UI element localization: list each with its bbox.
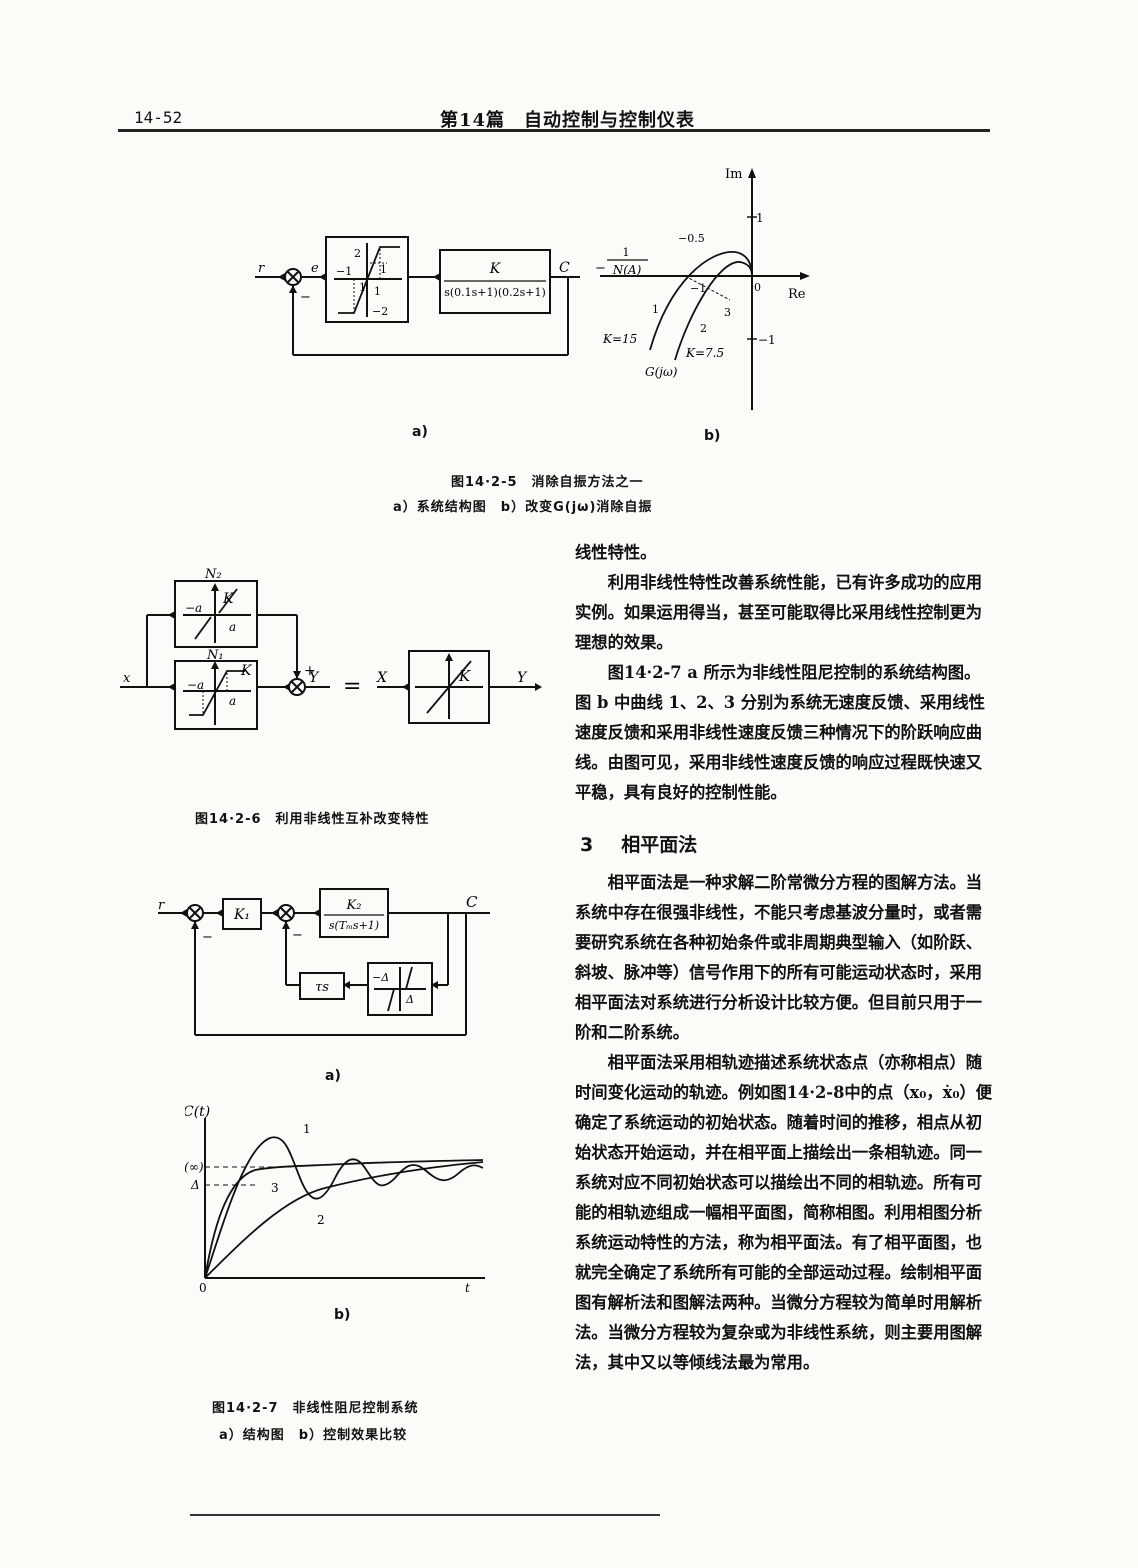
fig6-caption: 图14·2-6 利用非线性互补改变特性 [195, 812, 430, 827]
fig6-y-output: Y [517, 670, 528, 686]
fig5a-nl-1b: 1 [359, 281, 366, 294]
fig7-label-a: a) [325, 1068, 341, 1084]
fig7b-response-plot: C(t) C(∞) Δ 0 t 1 2 3 [185, 1104, 485, 1295]
page-number: 14-52 [134, 108, 183, 127]
fig6-n2-k: K [222, 591, 235, 607]
bottom-rule [190, 1514, 660, 1516]
fig5b-nyq-den: N(A) [612, 263, 642, 277]
fig7a-minus-1: − [202, 930, 213, 945]
fig5-label-a: a) [412, 424, 428, 440]
fig7a-k1-block: K₁ [233, 907, 250, 923]
paragraph-3: 相平面法是一种求解二阶常微分方程的图解方法。当系统中存在很强非线性，不能只考虑基… [575, 873, 983, 1042]
fig7a-den: s(Tₘs+1) [329, 919, 379, 932]
fig5a-nl-neg1: −1 [336, 265, 352, 278]
section-title: 相平面法 [621, 834, 698, 856]
fig6-x-input: x [123, 671, 131, 686]
fig6-n1-a: a [229, 694, 236, 708]
fig5a-block-den: s(0.1s+1)(0.2s+1) [444, 286, 546, 299]
fig5-caption: 图14·2-5 消除自振方法之一 [451, 475, 644, 490]
fig5a-r-label: r [258, 261, 265, 276]
fig6-plus: + [304, 663, 316, 679]
fig5b-nyquist-plot: Im Re 1 −1 0 − 1 N(A) −0.5 −1 1 2 3 K=15… [595, 167, 810, 410]
fig5b-curve-2: 2 [700, 322, 707, 335]
fig5a-nl-1r: 1 [374, 285, 381, 298]
fig6-n1-k: K [240, 663, 253, 679]
fig7a-block-diagram: r K₁ K₂ s(Tₘs+1) C − − τs −Δ Δ [158, 888, 490, 1036]
fig6-n2-label: N₂ [204, 567, 222, 582]
fig7b-t-label: t [465, 1281, 470, 1295]
fig5b-nyq-num: 1 [623, 246, 630, 259]
fig7a-c-label: C [466, 893, 478, 911]
fig5b-nyq-prefix: − [595, 261, 606, 276]
fig5b-tick-neg1: −1 [758, 333, 776, 347]
fig5b-label-neg05: −0.5 [678, 232, 705, 245]
fig6-n2-a: a [229, 620, 236, 634]
fig5b-gjw: G(jω) [645, 365, 678, 379]
fig5a-e-label: e [311, 261, 319, 276]
fig7b-ct-label: C(t) [185, 1104, 210, 1120]
header-rule [118, 129, 990, 132]
fig7a-delta: Δ [405, 993, 414, 1006]
fig6-n1-label: N₁ [206, 648, 224, 663]
section-heading: 3 相平面法 [580, 830, 697, 857]
fig5b-k75: K=7.5 [685, 346, 724, 360]
fig6-n2-neg-a: −a [185, 601, 202, 615]
fig7b-curve-2: 2 [317, 1213, 325, 1227]
fig6-equals: = [343, 674, 361, 699]
fig6-n1-neg-a: −a [187, 678, 204, 692]
fig7b-curve-1: 1 [303, 1122, 311, 1136]
fig7-subcaption: a）结构图 b）控制效果比较 [219, 1428, 408, 1443]
fig5-subcaption: a）系统结构图 b）改变G(jω)消除自振 [393, 500, 653, 515]
fig5b-im-label: Im [725, 167, 742, 182]
fig5-label-b: b) [704, 428, 721, 444]
fig7b-cinf-label: C(∞) [185, 1160, 204, 1174]
fig6-x-label: X [376, 670, 388, 686]
fig5b-re-label: Re [788, 287, 806, 302]
fig7b-curve-3: 3 [271, 1181, 279, 1195]
fig5b-k15: K=15 [602, 332, 637, 346]
fig7a-tau-block: τs [315, 980, 329, 995]
fig5b-tick-1: 1 [756, 211, 764, 225]
fig5b-label-neg1: −1 [690, 282, 706, 295]
fig5a-minus: − [300, 290, 311, 305]
fig5b-curve-3: 3 [724, 306, 731, 319]
fig7a-k2: K₂ [346, 898, 362, 913]
body-text-column: 线性特性。 利用非线性特性改善系统性能，已有许多成功的应用实例。如果运用得当，甚… [575, 538, 995, 808]
paragraph-0: 线性特性。 [575, 543, 657, 562]
fig5a-nl-1top: 1 [380, 263, 387, 276]
fig5a-block-k: K [489, 261, 502, 277]
fig7-label-b: b) [334, 1307, 351, 1323]
fig6-y-label: Y [309, 670, 320, 686]
fig5a-c-label: C [559, 260, 570, 276]
fig7a-r-label: r [158, 898, 165, 913]
chapter-title: 第14篇 自动控制与控制仪表 [440, 110, 696, 131]
fig6-diagram: N₂ N₁ −a a K −a a K x + Y = X K Y [120, 567, 542, 730]
paragraph-2: 图14·2-7 a 所示为非线性阻尼控制的系统结构图。图 b 中曲线 1、2、3… [575, 663, 985, 802]
fig7b-delta-label: Δ [190, 1178, 200, 1192]
fig7b-origin: 0 [199, 1281, 207, 1295]
fig5b-curve-1: 1 [652, 303, 659, 316]
fig5a-nl-2: 2 [354, 247, 361, 260]
body-text-column-2: 相平面法是一种求解二阶常微分方程的图解方法。当系统中存在很强非线性，不能只考虑基… [575, 868, 995, 1378]
fig7a-neg-delta: −Δ [372, 971, 389, 984]
paragraph-4: 相平面法采用相轨迹描述系统状态点（亦称相点）随时间变化运动的轨迹。例如图14·2… [575, 1053, 993, 1372]
fig5a-nl-neg2: −2 [372, 305, 388, 318]
paragraph-1: 利用非线性特性改善系统性能，已有许多成功的应用实例。如果运用得当，甚至可能取得比… [575, 573, 983, 652]
fig6-out-k: K [458, 667, 471, 685]
fig7-caption: 图14·2-7 非线性阻尼控制系统 [212, 1401, 419, 1416]
fig5b-origin: 0 [754, 281, 761, 294]
section-number: 3 [580, 834, 594, 856]
fig7a-minus-2: − [292, 928, 303, 943]
fig5a-block-diagram: r e − C 2 −1 1 1 1 −2 K s(0.1s+1)(0.2s+1… [255, 236, 580, 356]
